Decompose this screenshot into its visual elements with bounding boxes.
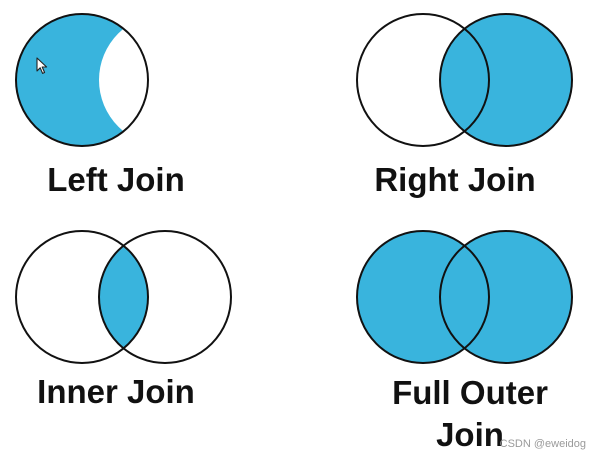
left-join-circle-a-outline bbox=[15, 13, 149, 147]
right-join-label: Right Join bbox=[374, 161, 536, 198]
left-join-venn bbox=[15, 13, 231, 147]
full-join-circle-b-outline bbox=[439, 230, 573, 364]
mouse-pointer-icon bbox=[36, 57, 48, 74]
inner-join-circle-a-outline bbox=[15, 230, 149, 364]
full-outer-join-venn bbox=[356, 230, 573, 364]
right-join-circle-a-outline bbox=[356, 13, 490, 147]
full-join-circle-a-outline bbox=[356, 230, 490, 364]
inner-join-circle-b-outline bbox=[98, 230, 232, 364]
full-join-circle-b bbox=[440, 231, 572, 363]
left-join-circle-b bbox=[99, 14, 231, 146]
inner-join-overlap bbox=[99, 231, 148, 363]
right-join-venn bbox=[356, 13, 573, 147]
inner-join-venn bbox=[15, 230, 232, 364]
right-join-circle-b-outline bbox=[439, 13, 573, 147]
left-join-label: Left Join bbox=[47, 161, 185, 198]
right-join-overlap bbox=[440, 14, 489, 146]
full-outer-join-label: Full Outer Join bbox=[392, 374, 548, 453]
inner-join-label: Inner Join bbox=[37, 373, 195, 410]
watermark: CSDN @eweidog bbox=[499, 438, 586, 450]
